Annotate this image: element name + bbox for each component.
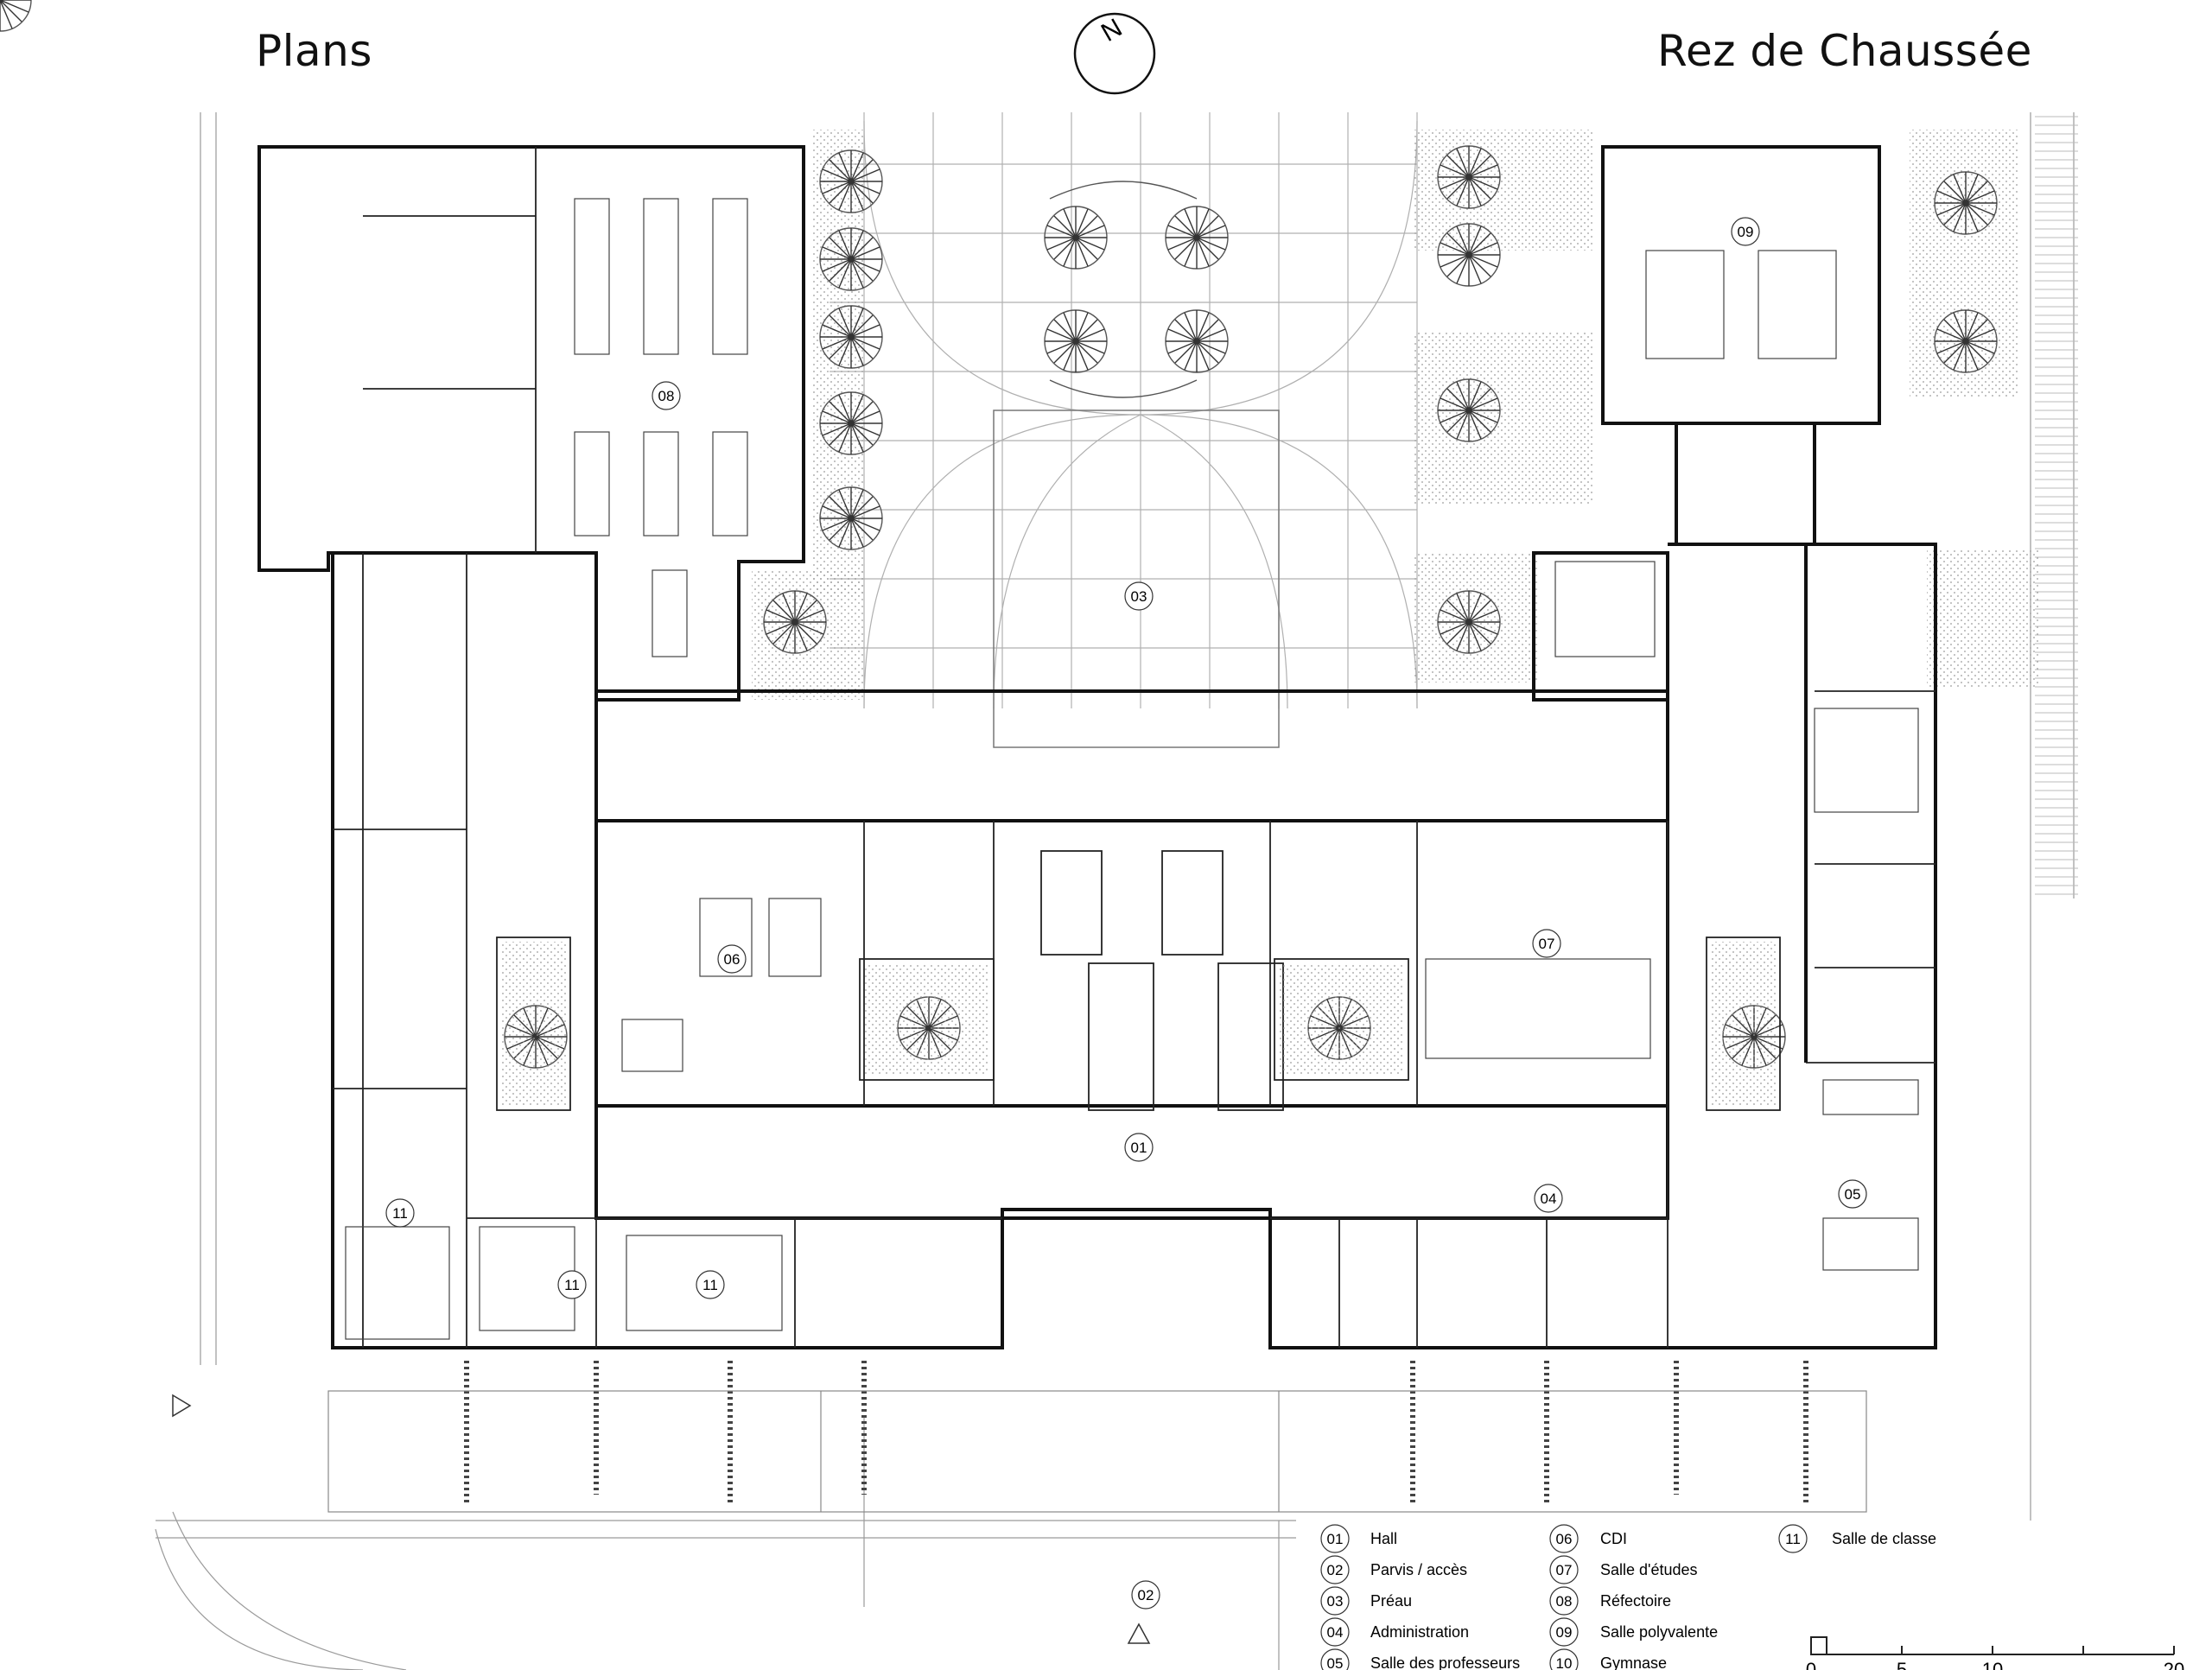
bike-parking	[327, 1390, 1867, 1513]
interior-walls	[333, 147, 1936, 1348]
trees	[0, 0, 1998, 1069]
furniture	[345, 198, 1919, 1340]
floor-title: Rez de Chaussée	[1657, 26, 2032, 76]
room-number: 06	[724, 951, 741, 968]
courtyard-canopy	[993, 410, 1280, 748]
legend-label: Salle des professeurs	[1370, 1654, 1520, 1670]
legend-number: 02	[1327, 1562, 1344, 1578]
legend-number: 01	[1327, 1531, 1344, 1547]
legend-label: CDI	[1600, 1530, 1627, 1547]
planting-beds	[752, 130, 2039, 700]
room-number: 05	[1845, 1186, 1861, 1203]
plans-title: Plans	[256, 26, 372, 76]
legend-number: 11	[1785, 1531, 1801, 1547]
legend: 01 02 03 04 05 06 07 08 09 10 11 Hall Pa…	[1320, 1524, 1936, 1670]
room-number: 01	[1131, 1140, 1147, 1156]
legend-label: Salle de classe	[1832, 1530, 1936, 1547]
scale-tick-label: 0	[1806, 1659, 1816, 1670]
room-numbers: 01 02 03 04 05 06 07 08 09 11 11 11	[392, 224, 1860, 1603]
parking-stripes	[2035, 112, 2078, 898]
site-lines	[155, 112, 2075, 1670]
legend-label: Gymnase	[1600, 1654, 1667, 1670]
room-number: 08	[658, 388, 675, 404]
legend-number: 05	[1327, 1655, 1344, 1670]
legend-number: 06	[1556, 1531, 1573, 1547]
room-number: 09	[1738, 224, 1754, 240]
room-markers	[385, 217, 1867, 1610]
legend-label: Parvis / accès	[1370, 1561, 1467, 1578]
room-number: 11	[702, 1277, 718, 1293]
north-arrow-icon: N	[1073, 12, 1156, 95]
light-wells	[501, 942, 1776, 1106]
legend-number: 03	[1327, 1593, 1344, 1610]
room-number: 11	[392, 1205, 408, 1222]
legend-label: Préau	[1370, 1592, 1412, 1610]
legend-number: 07	[1556, 1562, 1573, 1578]
north-label: N	[1096, 14, 1127, 48]
room-number: 03	[1131, 588, 1147, 605]
room-number: 02	[1138, 1587, 1154, 1603]
legend-number: 08	[1556, 1593, 1573, 1610]
entry-arrows	[172, 1394, 1151, 1644]
legend-label: Administration	[1370, 1623, 1469, 1641]
scale-tick-label: 20	[2164, 1659, 2184, 1670]
scale-bar: 0 5 10 20	[1806, 1636, 2184, 1670]
room-number: 04	[1541, 1191, 1557, 1207]
legend-label: Réfectoire	[1600, 1592, 1671, 1610]
legend-number: 10	[1556, 1655, 1573, 1670]
legend-number: 09	[1556, 1624, 1573, 1641]
room-number: 07	[1539, 936, 1555, 952]
legend-number: 04	[1327, 1624, 1344, 1641]
climbing-plants	[464, 1361, 1808, 1503]
scale-tick-label: 5	[1897, 1659, 1907, 1670]
scale-tick-label: 10	[1982, 1659, 2003, 1670]
legend-label: Salle polyvalente	[1600, 1623, 1718, 1641]
legend-label: Hall	[1370, 1530, 1397, 1547]
legend-label: Salle d'études	[1600, 1561, 1698, 1578]
room-number: 11	[564, 1277, 580, 1293]
